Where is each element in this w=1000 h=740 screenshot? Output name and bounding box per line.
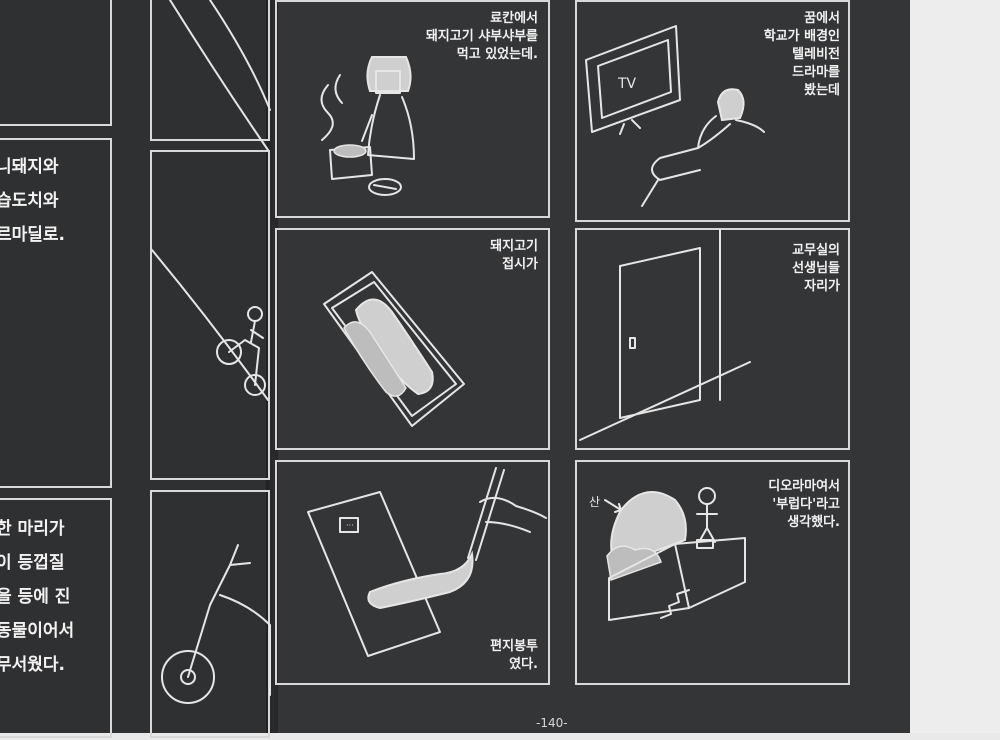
caption-line: 교무실의 <box>792 243 840 258</box>
left-panel-1 <box>0 0 112 126</box>
left-line: 니돼지와 <box>0 157 59 177</box>
left-line: 동물이어서 <box>0 621 75 641</box>
panel-6-caption: 디오라마여서 '부럽다'라고 생각했다. <box>768 478 840 532</box>
left-line: 무서웠다. <box>0 655 66 675</box>
caption-line: 디오라마여서 <box>768 479 840 494</box>
comic-panel-4 <box>575 228 850 450</box>
comic-panel-6 <box>575 460 850 685</box>
comic-panel-5 <box>275 460 550 685</box>
caption-line: 접시가 <box>502 257 538 272</box>
background-surface <box>910 0 1000 733</box>
left-panel-4 <box>150 0 270 141</box>
panel-4-caption: 교무실의 선생님들 자리가 <box>792 242 840 296</box>
tv-label: TV <box>617 76 637 92</box>
envelope-chopsticks-drawing: ··· <box>307 467 547 657</box>
left-line: 습도치와 <box>0 191 59 211</box>
caption-line: 먹고 있었는데. <box>456 47 538 62</box>
caption-line: 자리가 <box>804 279 840 294</box>
caption-line: 꿈에서 <box>804 11 840 26</box>
caption-line: 돼지고기 <box>490 239 538 254</box>
svg-text:···: ··· <box>346 521 354 530</box>
motorcycle-rider-drawing <box>216 306 266 396</box>
diorama-drawing: 산 <box>589 487 746 621</box>
girl-eating-shabu-drawing <box>320 56 415 196</box>
left-line: 이 등껍질 <box>0 553 65 573</box>
caption-line: 편지봉투 <box>490 639 538 654</box>
left-text-top: 니돼지와 습도치와 르마딜로. <box>0 150 65 252</box>
staff-room-door-drawing <box>579 229 751 441</box>
left-line: 르마딜로. <box>0 225 66 245</box>
left-page <box>0 0 272 733</box>
caption-line: 료칸에서 <box>490 11 538 26</box>
caption-line: 선생님들 <box>792 261 840 276</box>
road-curve-drawing <box>151 0 271 401</box>
panel-3-caption: 돼지고기 접시가 <box>490 238 538 274</box>
girl-watching-tv-drawing: TV <box>585 25 765 207</box>
left-panel-5 <box>150 150 270 480</box>
pork-plate-drawing <box>323 271 465 427</box>
caption-line: 학교가 배경인 <box>763 29 840 44</box>
page-number: -140- <box>536 716 568 730</box>
scooter-drawing <box>161 544 271 704</box>
caption-line: '부럽다'라고 <box>772 497 840 512</box>
caption-line: 돼지고기 샤부샤부를 <box>425 29 538 44</box>
comic-panel-3 <box>275 228 550 450</box>
caption-line: 텔레비전 <box>792 47 840 62</box>
comic-panel-1 <box>275 0 550 218</box>
left-line: 을 등에 진 <box>0 587 71 607</box>
left-panel-2 <box>0 138 112 488</box>
caption-line: 생각했다. <box>787 515 840 530</box>
left-line: 한 마리가 <box>0 519 65 539</box>
panel-1-caption: 료칸에서 돼지고기 샤부샤부를 먹고 있었는데. <box>426 10 538 64</box>
left-text-bottom: 한 마리가 이 등껍질 을 등에 진 동물이어서 무서웠다. <box>0 512 74 682</box>
panel-5-caption: 편지봉투 였다. <box>490 638 538 674</box>
caption-line: 봤는데 <box>804 83 840 98</box>
panel-2-caption: 꿈에서 학교가 배경인 텔레비전 드라마를 봤는데 <box>764 10 840 100</box>
caption-line: 드라마를 <box>792 65 840 80</box>
caption-line: 였다. <box>509 657 538 672</box>
mountain-label: 산 <box>589 495 600 509</box>
comic-panel-2 <box>575 0 850 222</box>
